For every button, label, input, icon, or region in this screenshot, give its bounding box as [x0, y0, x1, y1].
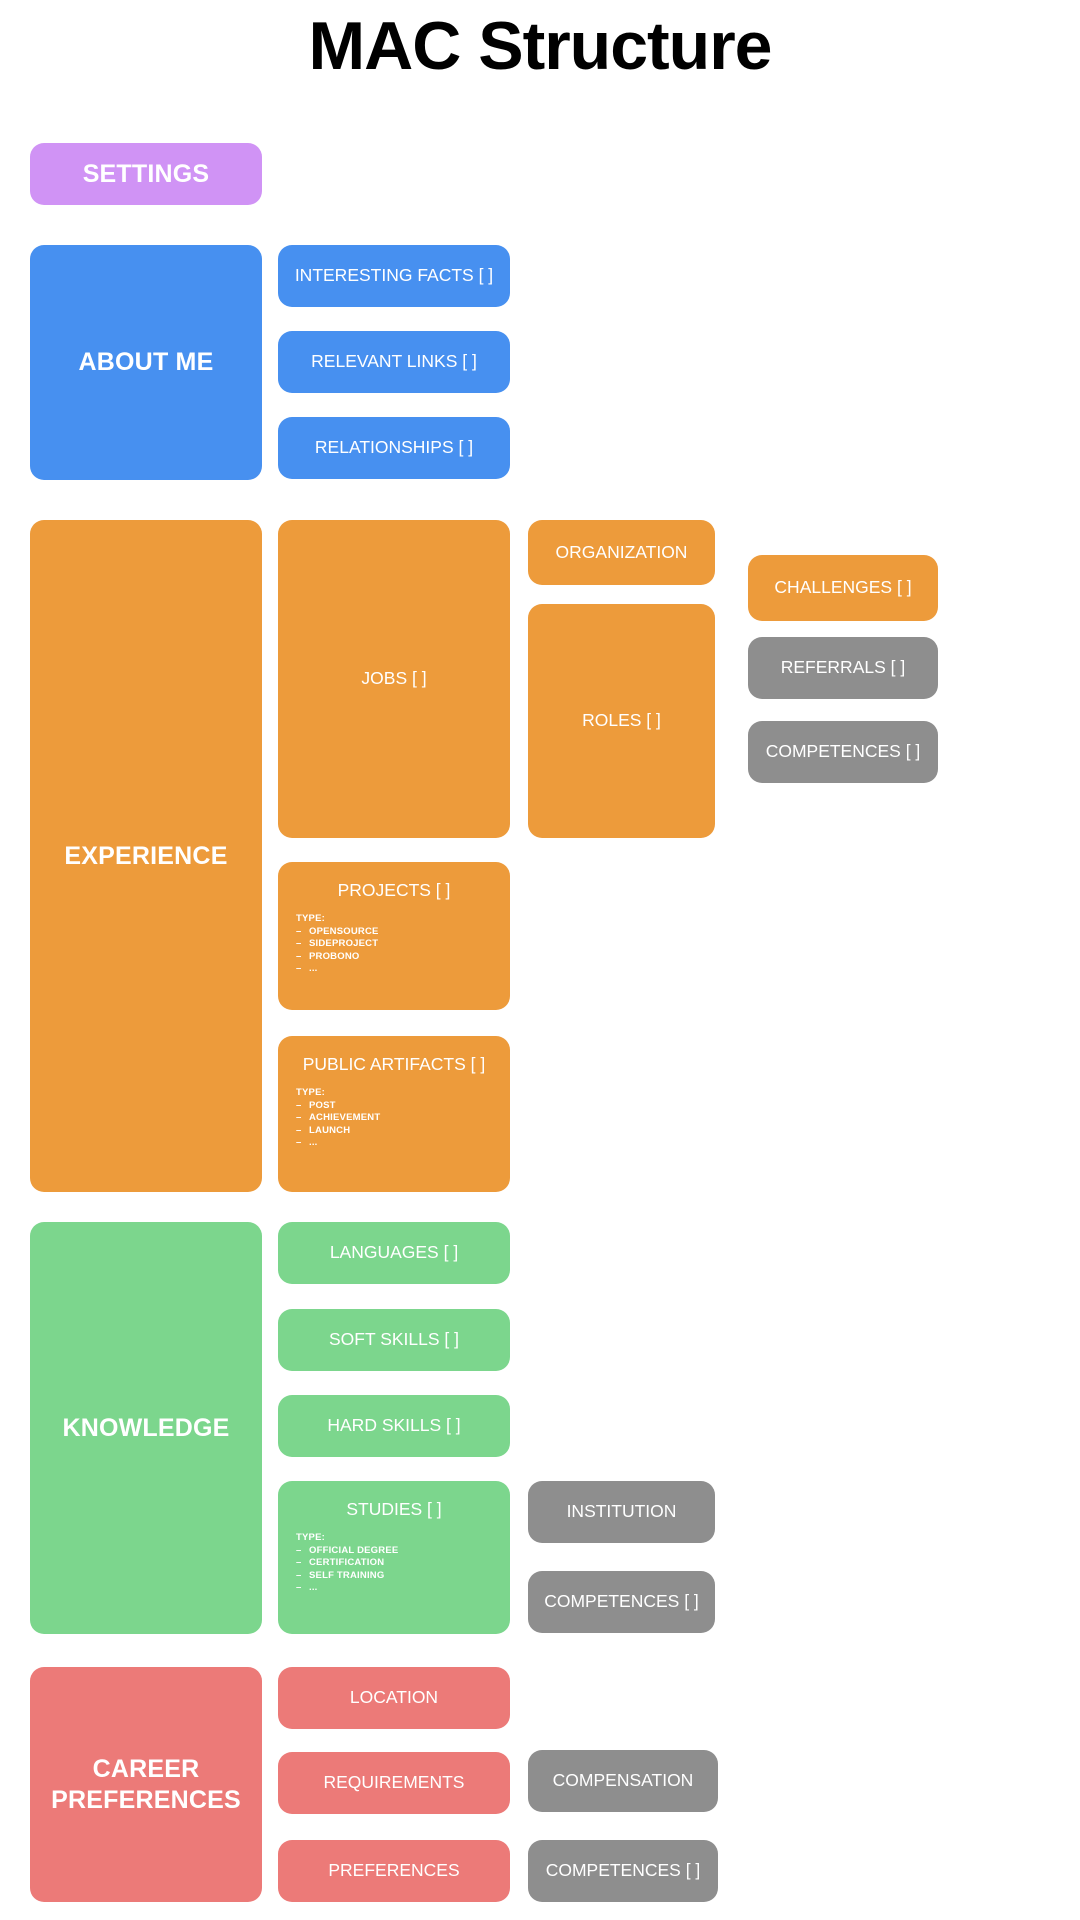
card-studies-label: STUDIES [ ]: [346, 1499, 442, 1519]
card-competences-career[interactable]: COMPETENCES [ ]: [528, 1840, 718, 1902]
studies-type-item: –SELF TRAINING: [296, 1569, 385, 1581]
card-hard-skills-label: HARD SKILLS [ ]: [327, 1415, 461, 1436]
card-jobs-label: JOBS [ ]: [361, 668, 427, 689]
card-projects[interactable]: PROJECTS [ ] TYPE: –OPENSOURCE –SIDEPROJ…: [278, 862, 510, 1010]
card-hard-skills[interactable]: HARD SKILLS [ ]: [278, 1395, 510, 1457]
card-interesting-facts-label: INTERESTING FACTS [ ]: [294, 265, 494, 286]
card-experience-label: EXPERIENCE: [64, 841, 228, 870]
studies-type-item: –OFFICIAL DEGREE: [296, 1544, 399, 1556]
card-career-preferences-line1: CAREER: [92, 1755, 200, 1783]
card-competences-knowledge-label: COMPETENCES [ ]: [544, 1591, 699, 1612]
card-preferences[interactable]: PREFERENCES: [278, 1840, 510, 1902]
public-artifacts-type-heading: TYPE:: [296, 1087, 325, 1099]
projects-type-list: TYPE: –OPENSOURCE –SIDEPROJECT –PROBONO …: [278, 913, 510, 976]
studies-type-item: –...: [296, 1582, 318, 1594]
card-knowledge-label: KNOWLEDGE: [62, 1413, 230, 1442]
public-artifacts-type-item: –LAUNCH: [296, 1124, 351, 1136]
card-compensation-label: COMPENSATION: [552, 1770, 694, 1791]
card-referrals-label: REFERRALS [ ]: [780, 657, 906, 678]
card-relevant-links-label: RELEVANT LINKS [ ]: [311, 351, 477, 372]
public-artifacts-type-item: –ACHIEVEMENT: [296, 1112, 381, 1124]
projects-type-item: –PROBONO: [296, 950, 360, 962]
card-languages[interactable]: LANGUAGES [ ]: [278, 1222, 510, 1284]
card-experience[interactable]: EXPERIENCE: [30, 520, 262, 1192]
public-artifacts-type-list: TYPE: –POST –ACHIEVEMENT –LAUNCH –...: [278, 1087, 510, 1150]
card-competences-experience[interactable]: COMPETENCES [ ]: [748, 721, 938, 783]
projects-type-heading: TYPE:: [296, 913, 325, 925]
public-artifacts-type-item: –POST: [296, 1099, 336, 1111]
card-career-preferences[interactable]: CAREER PREFERENCES: [30, 1667, 262, 1902]
studies-type-list: TYPE: –OFFICIAL DEGREE –CERTIFICATION –S…: [278, 1532, 510, 1595]
card-relationships[interactable]: RELATIONSHIPS [ ]: [278, 417, 510, 479]
card-competences-experience-label: COMPETENCES [ ]: [765, 741, 921, 762]
card-competences-knowledge[interactable]: COMPETENCES [ ]: [528, 1571, 715, 1633]
card-settings-label: SETTINGS: [82, 159, 210, 188]
card-languages-label: LANGUAGES [ ]: [329, 1242, 459, 1263]
card-requirements[interactable]: REQUIREMENTS: [278, 1752, 510, 1814]
card-organization[interactable]: ORGANIZATION: [528, 520, 715, 585]
card-location-label: LOCATION: [349, 1687, 439, 1708]
card-jobs[interactable]: JOBS [ ]: [278, 520, 510, 838]
projects-type-item: –SIDEPROJECT: [296, 938, 379, 950]
card-location[interactable]: LOCATION: [278, 1667, 510, 1729]
page-title: MAC Structure: [308, 8, 772, 84]
card-knowledge[interactable]: KNOWLEDGE: [30, 1222, 262, 1634]
card-about-me-label: ABOUT ME: [78, 348, 214, 377]
projects-type-item: –...: [296, 963, 318, 975]
card-relevant-links[interactable]: RELEVANT LINKS [ ]: [278, 331, 510, 393]
studies-type-item: –CERTIFICATION: [296, 1557, 385, 1569]
card-preferences-label: PREFERENCES: [328, 1860, 460, 1881]
card-roles[interactable]: ROLES [ ]: [528, 604, 715, 838]
card-soft-skills[interactable]: SOFT SKILLS [ ]: [278, 1309, 510, 1371]
card-career-preferences-line2: PREFERENCES: [51, 1785, 241, 1814]
card-requirements-label: REQUIREMENTS: [323, 1772, 465, 1793]
card-interesting-facts[interactable]: INTERESTING FACTS [ ]: [278, 245, 510, 307]
card-relationships-label: RELATIONSHIPS [ ]: [314, 437, 474, 458]
card-soft-skills-label: SOFT SKILLS [ ]: [328, 1329, 459, 1350]
studies-type-heading: TYPE:: [296, 1532, 325, 1544]
card-studies[interactable]: STUDIES [ ] TYPE: –OFFICIAL DEGREE –CERT…: [278, 1481, 510, 1634]
card-institution-label: INSTITUTION: [566, 1501, 677, 1522]
card-roles-label: ROLES [ ]: [582, 710, 661, 731]
card-public-artifacts[interactable]: PUBLIC ARTIFACTS [ ] TYPE: –POST –ACHIEV…: [278, 1036, 510, 1192]
card-about-me[interactable]: ABOUT ME: [30, 245, 262, 480]
card-challenges-label: CHALLENGES [ ]: [774, 577, 912, 598]
projects-type-item: –OPENSOURCE: [296, 925, 379, 937]
card-referrals[interactable]: REFERRALS [ ]: [748, 637, 938, 699]
card-projects-label: PROJECTS [ ]: [337, 880, 451, 900]
card-competences-career-label: COMPETENCES [ ]: [545, 1860, 701, 1881]
card-public-artifacts-label: PUBLIC ARTIFACTS [ ]: [302, 1054, 486, 1074]
card-settings[interactable]: SETTINGS: [30, 143, 262, 205]
card-challenges[interactable]: CHALLENGES [ ]: [748, 555, 938, 621]
card-institution[interactable]: INSTITUTION: [528, 1481, 715, 1543]
card-organization-label: ORGANIZATION: [555, 541, 688, 562]
public-artifacts-type-item: –...: [296, 1137, 318, 1149]
card-compensation[interactable]: COMPENSATION: [528, 1750, 718, 1812]
